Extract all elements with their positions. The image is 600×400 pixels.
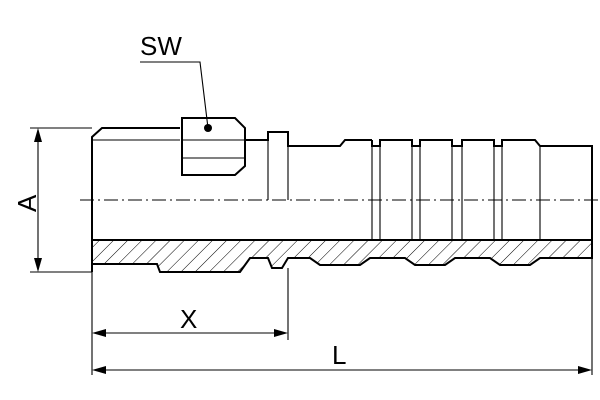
- dimension-x: X: [91, 268, 289, 375]
- fitting-outline: [91, 117, 593, 272]
- sw-label: SW: [140, 31, 182, 61]
- l-label: L: [332, 340, 346, 370]
- x-label: X: [180, 304, 197, 334]
- dimension-l: L: [92, 258, 593, 375]
- sw-callout: SW: [140, 31, 212, 132]
- a-label: A: [12, 194, 42, 212]
- dimension-a: A: [12, 127, 92, 273]
- hatched-section: [92, 240, 593, 273]
